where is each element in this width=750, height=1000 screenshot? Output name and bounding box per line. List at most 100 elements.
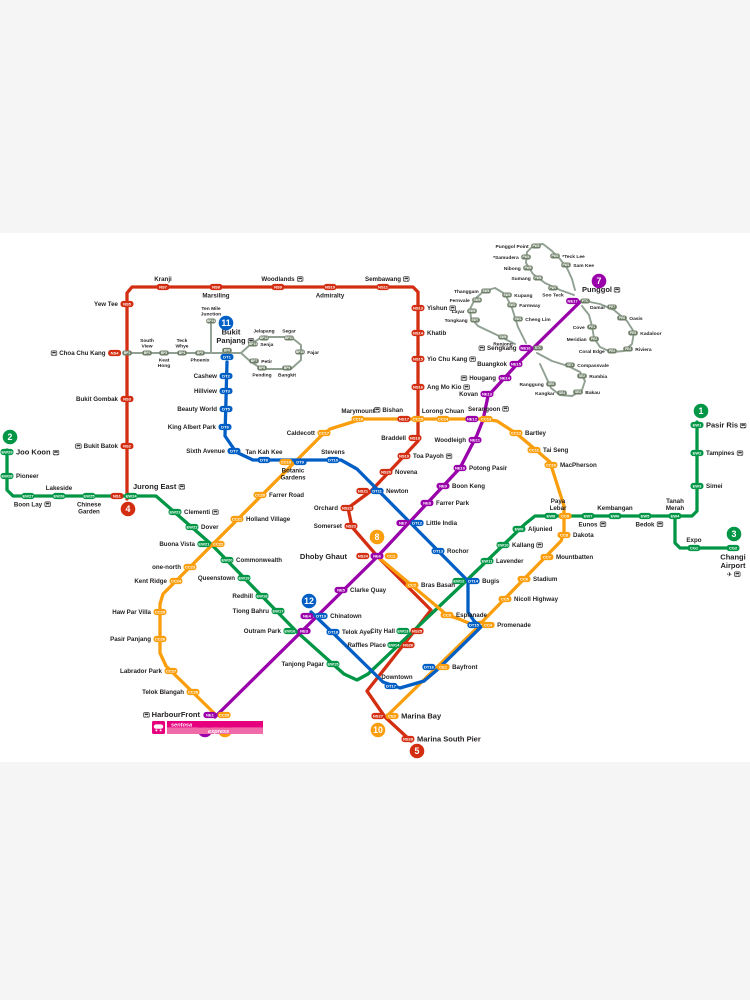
station-label-line: Braddell: [381, 435, 406, 442]
station-code: NS24: [358, 553, 369, 558]
station-label: Punggol: [582, 285, 612, 294]
station-code: SW6: [469, 309, 476, 313]
station-code-badge: [218, 423, 232, 431]
bus-interchange-icon: [460, 375, 468, 381]
station-code-badge: [217, 711, 231, 719]
station-code: NS3: [123, 396, 132, 401]
station-code-badge: [396, 627, 410, 635]
station-label: *Samudera: [493, 255, 519, 261]
station-code: NS5: [123, 301, 132, 306]
station-label-line: Compassvale: [577, 363, 609, 369]
station-code-badge: [169, 577, 183, 585]
station-code-badge: [540, 553, 554, 561]
bus-icon-window: [480, 346, 484, 349]
station-label-line: Airport: [721, 561, 747, 570]
station-code-badge: [284, 335, 294, 341]
terminus-circle: [120, 501, 136, 517]
station-label: Esplanade: [456, 612, 488, 619]
station-label: Sembawang: [365, 276, 401, 283]
station-label: *Teck Lee: [562, 254, 585, 260]
station-label: Compassvale: [577, 363, 609, 369]
station-code-badge: [496, 541, 510, 549]
station-code: NS4: [111, 350, 120, 355]
station-code: EW8: [547, 513, 557, 518]
bus-interchange-icon: [44, 501, 51, 507]
terminus-circle-10: 10: [370, 722, 386, 738]
bus-icon-wheel: [213, 513, 215, 515]
station-code: CC11: [529, 447, 540, 452]
station-code: EW14: [388, 642, 400, 647]
station-label-line: Eunos: [579, 521, 598, 528]
bus-icon-wheel: [540, 546, 542, 548]
station-label: Caldecott: [287, 430, 315, 437]
station-label: Bangkit: [278, 372, 296, 378]
sentosa-monorail-wheel: [155, 729, 158, 732]
station-code: SW8: [500, 335, 507, 339]
station-label: Bugis: [482, 578, 500, 585]
station-code: CC23: [185, 564, 196, 569]
station-label-line: *Samudera: [493, 255, 519, 261]
station-label-line: Marymount: [341, 408, 374, 415]
bus-icon-wheel: [300, 280, 303, 282]
station-code: NS14: [413, 330, 424, 335]
station-code: CC10: [546, 462, 557, 467]
bus-icon-wheel: [601, 525, 603, 527]
station-label: Lavender: [496, 558, 524, 565]
station-code-badge: [248, 341, 258, 347]
station-label-line: Fernvale: [450, 298, 470, 304]
station-code-badge: [255, 592, 269, 600]
station-label-line: Meridian: [567, 337, 587, 343]
bus-icon-window: [615, 288, 619, 291]
station-code-badge: [0, 472, 14, 480]
station-code: DT2: [222, 373, 230, 378]
station-label-line: Farrer Road: [269, 492, 304, 499]
station-label: Novena: [395, 469, 418, 476]
station-label: Cashew: [194, 373, 218, 380]
terminus-circle-12: 12: [301, 593, 317, 609]
station-code: DT14: [468, 578, 479, 583]
station-label-line: Ranggung: [520, 382, 544, 388]
station-code: CC7: [543, 554, 552, 559]
bus-icon-window: [45, 502, 50, 505]
station-code: EW20: [221, 557, 233, 562]
station-label-line: Aljunied: [528, 526, 553, 533]
station-code: SW2: [509, 303, 516, 307]
station-label: Queenstown: [198, 575, 235, 582]
station-code: CG2: [729, 545, 738, 550]
station-code-badge: [384, 682, 398, 690]
station-label: Beauty World: [177, 406, 217, 413]
bus-icon-wheel: [603, 525, 605, 527]
bus-interchange-icon: [52, 449, 60, 456]
bus-icon-window: [658, 522, 662, 525]
station-label-line: Ang Mo Kio: [427, 384, 462, 391]
station-label-line: Segar: [282, 329, 296, 335]
station-code-badge: [340, 504, 354, 512]
station-code-badge: [411, 383, 425, 391]
station-code: SE4: [559, 391, 565, 395]
station-code: CC12: [511, 430, 522, 435]
station-code-badge: [420, 499, 434, 507]
bus-icon-window: [462, 376, 466, 379]
station-label-line: Redhill: [232, 593, 253, 600]
station-label-line: Cashew: [194, 373, 218, 380]
station-label-line: Kembangan: [597, 505, 633, 512]
station-label-line: Lavender: [496, 558, 524, 565]
bus-interchange-icon: [212, 509, 219, 515]
